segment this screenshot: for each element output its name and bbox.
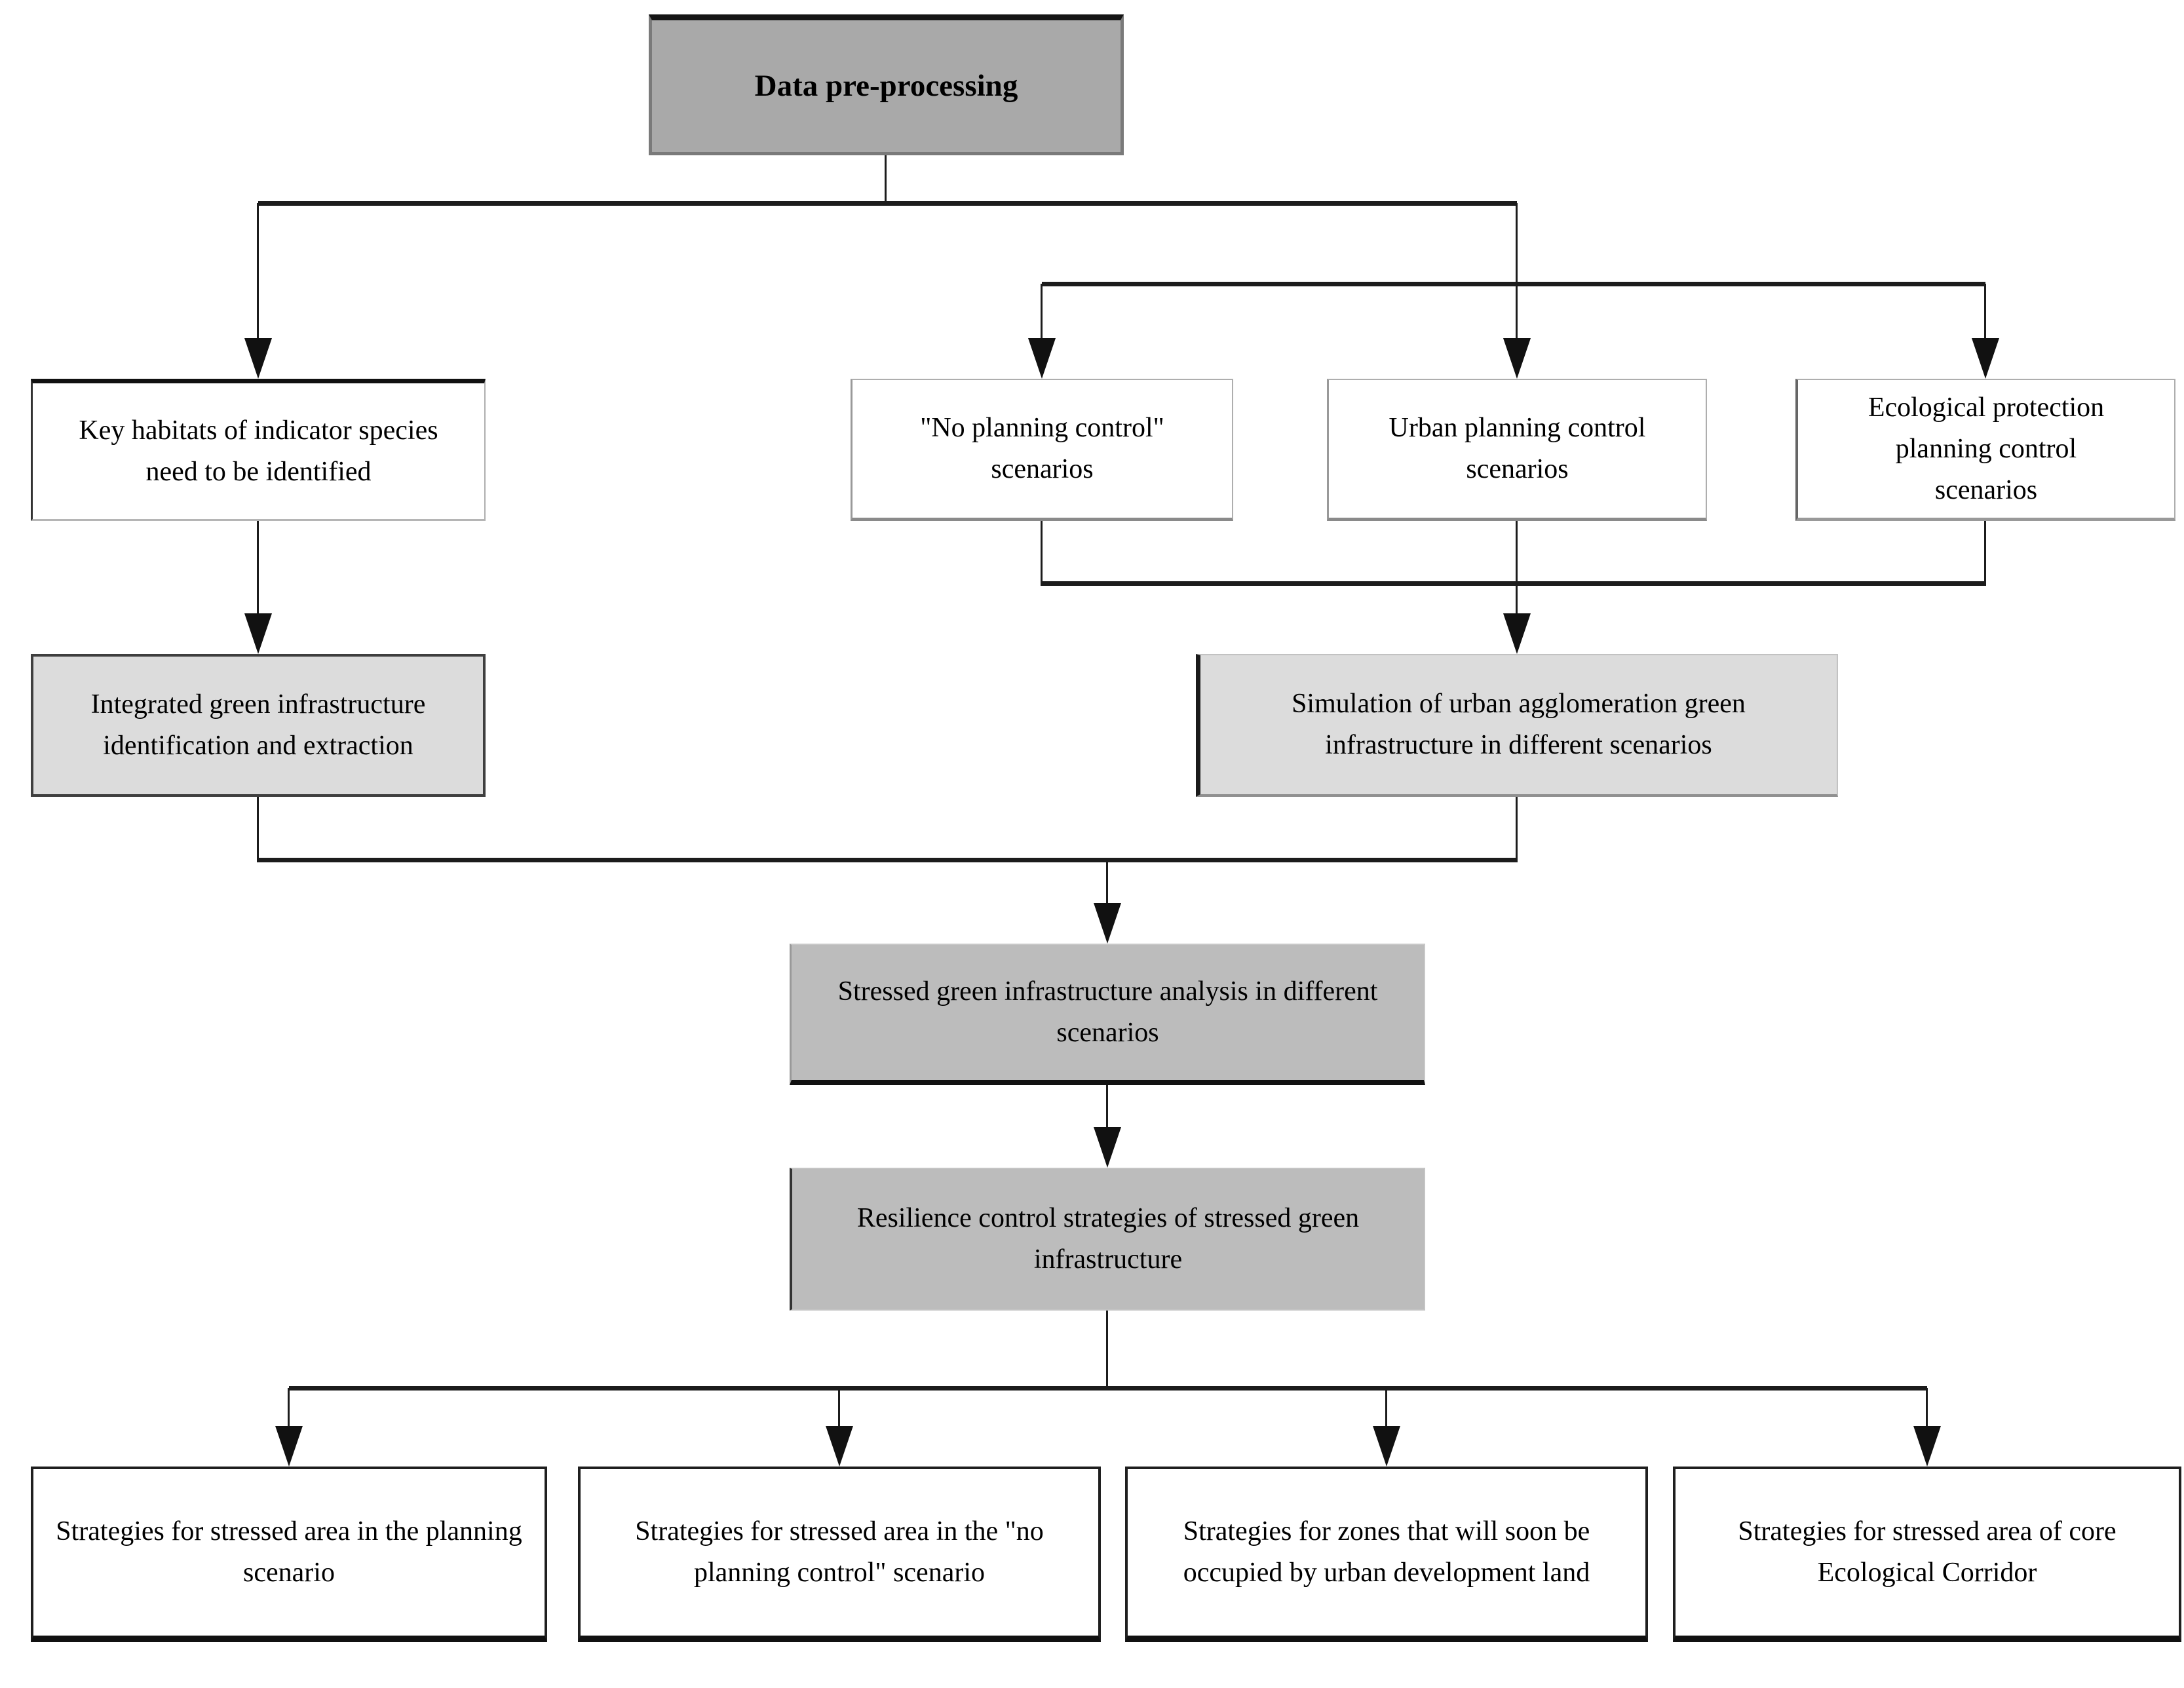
connector-line xyxy=(1385,1388,1387,1427)
node-label: Strategies for stressed area of core Eco… xyxy=(1738,1516,2117,1588)
node-label: Key habitats of indicator species need t… xyxy=(79,415,438,487)
arrowhead-down-icon xyxy=(1028,338,1056,379)
connector-line xyxy=(257,521,259,615)
connector-line xyxy=(1984,284,1986,339)
node-strategies-planning-scenario: Strategies for stressed area in the plan… xyxy=(31,1467,547,1642)
connector-line xyxy=(1516,521,1518,615)
connector-line xyxy=(1041,521,1043,586)
node-label: Urban planning control scenarios xyxy=(1389,413,1646,484)
node-label: Strategies for stressed area in the plan… xyxy=(56,1516,522,1588)
node-label: Strategies for zones that will soon be o… xyxy=(1183,1516,1590,1588)
arrowhead-down-icon xyxy=(1503,338,1531,379)
connector-line xyxy=(1041,284,1043,339)
arrowhead-down-icon xyxy=(1913,1426,1941,1467)
connector-line xyxy=(1042,581,1985,586)
node-label: Simulation of urban agglomeration green … xyxy=(1292,689,1746,760)
connector-line xyxy=(257,203,259,339)
connector-line xyxy=(885,155,887,205)
arrowhead-down-icon xyxy=(244,338,272,379)
connector-line xyxy=(288,1388,290,1427)
connector-line xyxy=(258,858,1517,862)
connector-line xyxy=(1106,860,1108,904)
arrowhead-down-icon xyxy=(1094,1127,1121,1168)
connector-line xyxy=(838,1388,840,1427)
node-stressed-analysis: Stressed green infrastructure analysis i… xyxy=(790,944,1425,1085)
node-label: Resilience control strategies of stresse… xyxy=(856,1203,1360,1275)
node-key-habitats: Key habitats of indicator species need t… xyxy=(31,379,486,521)
node-strategies-no-planning-scenario: Strategies for stressed area in the "no … xyxy=(578,1467,1101,1642)
arrowhead-down-icon xyxy=(1972,338,1999,379)
node-simulation-green-infrastructure: Simulation of urban agglomeration green … xyxy=(1196,654,1838,797)
connector-line xyxy=(1516,797,1518,862)
connector-line xyxy=(1516,203,1518,339)
node-strategies-zones-urban-development: Strategies for zones that will soon be o… xyxy=(1125,1467,1648,1642)
arrowhead-down-icon xyxy=(244,613,272,654)
connector-line xyxy=(289,1386,1927,1391)
node-label: Integrated green infrastructure identifi… xyxy=(90,689,426,761)
node-integrated-green-infrastructure: Integrated green infrastructure identifi… xyxy=(31,654,486,797)
connector-line xyxy=(1926,1388,1928,1427)
arrowhead-down-icon xyxy=(1373,1426,1400,1467)
arrowhead-down-icon xyxy=(1503,613,1531,654)
node-strategies-ecological-corridor: Strategies for stressed area of core Eco… xyxy=(1673,1467,2181,1642)
node-label: "No planning control" scenarios xyxy=(920,413,1164,484)
node-label: Data pre-processing xyxy=(754,69,1018,104)
connector-line xyxy=(1106,1311,1108,1391)
connector-line xyxy=(1042,282,1985,286)
connector-line xyxy=(258,201,1517,206)
node-urban-planning-control-scenarios: Urban planning control scenarios xyxy=(1327,379,1707,521)
connector-line xyxy=(1984,521,1986,586)
node-data-preprocessing: Data pre-processing xyxy=(649,14,1124,155)
arrowhead-down-icon xyxy=(275,1426,303,1467)
node-no-planning-control-scenarios: "No planning control" scenarios xyxy=(851,379,1233,521)
node-label: Strategies for stressed area in the "no … xyxy=(635,1516,1044,1588)
node-ecological-protection-scenarios: Ecological protection planning control s… xyxy=(1795,379,2175,521)
arrowhead-down-icon xyxy=(826,1426,853,1467)
node-label: Ecological protection planning control s… xyxy=(1868,392,2105,505)
connector-line xyxy=(257,797,259,862)
node-resilience-strategies: Resilience control strategies of stresse… xyxy=(790,1168,1425,1311)
connector-line xyxy=(1106,1085,1108,1128)
arrowhead-down-icon xyxy=(1094,903,1121,944)
node-label: Stressed green infrastructure analysis i… xyxy=(837,976,1378,1048)
